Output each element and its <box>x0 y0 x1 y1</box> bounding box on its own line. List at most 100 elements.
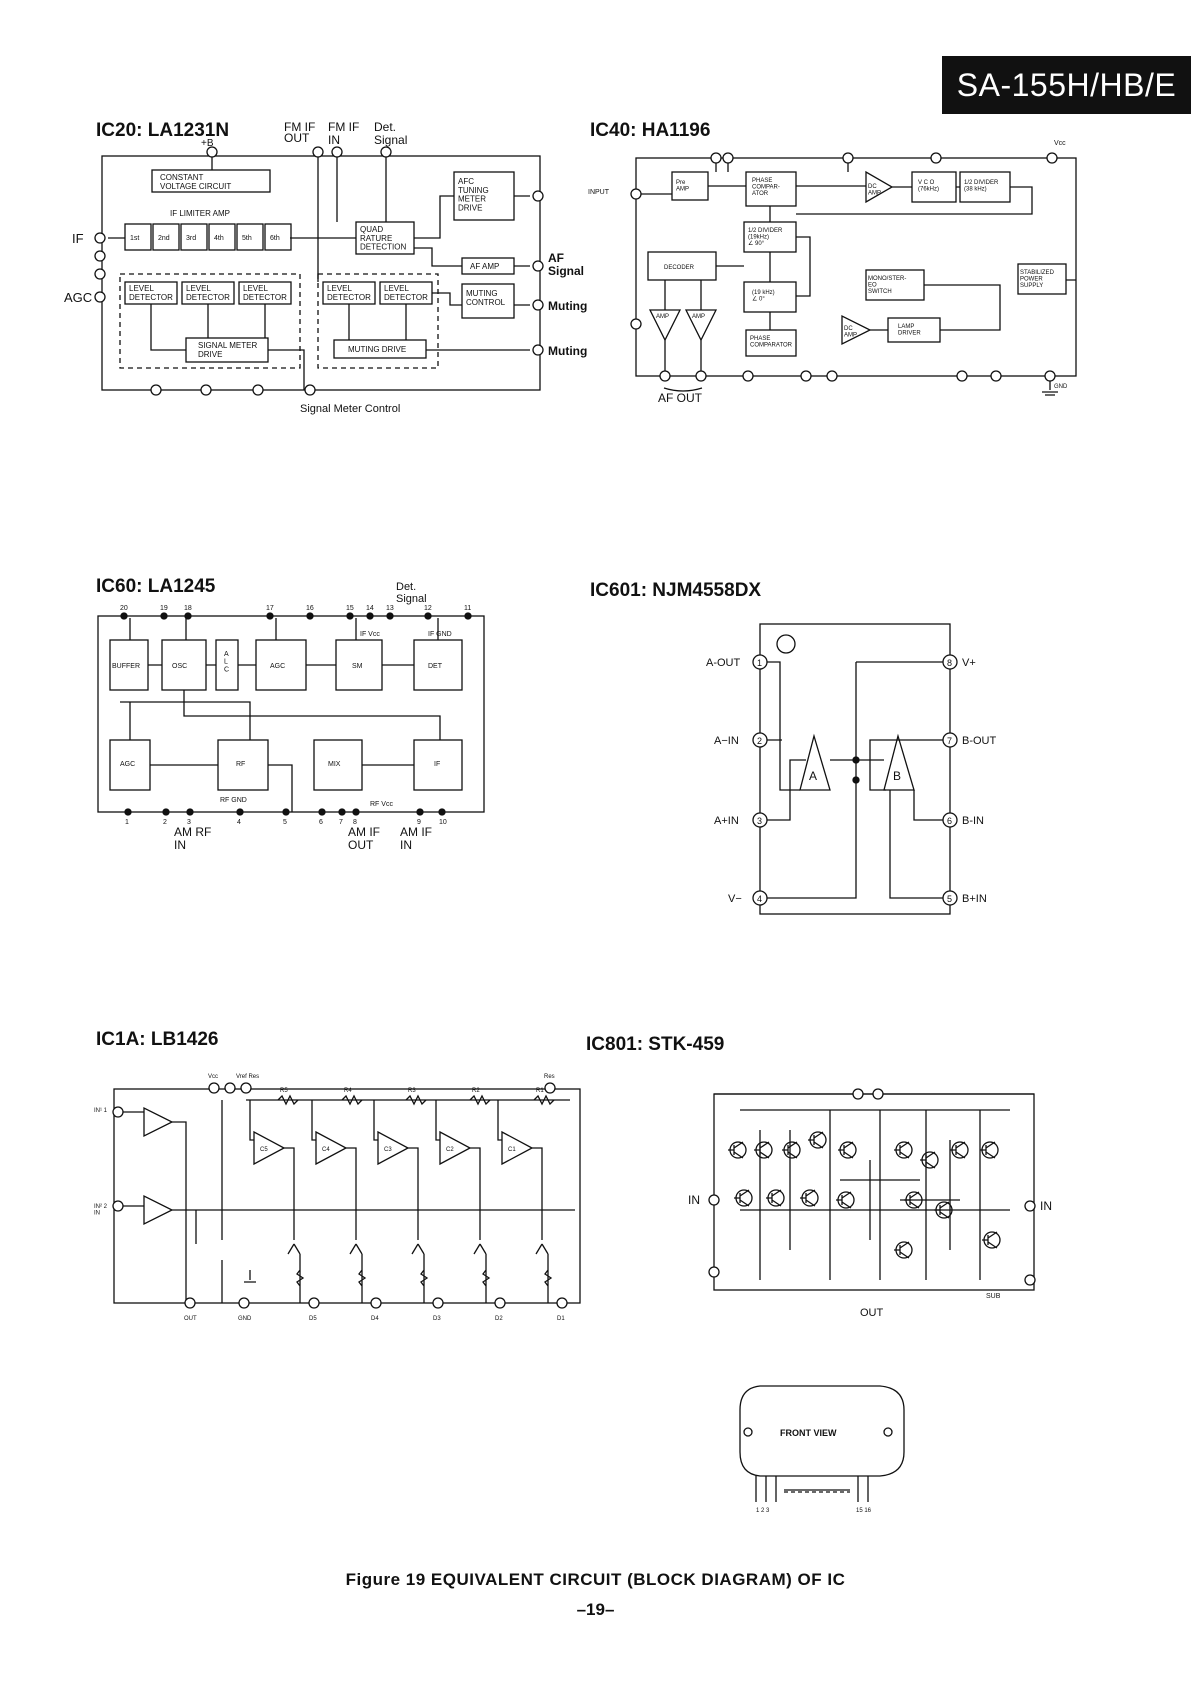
ic60-bottom-pin <box>352 808 360 816</box>
svg-text:3: 3 <box>757 816 762 826</box>
ic60-bottom-pin-label: 10 <box>439 819 447 826</box>
ic801-front-view: FRONT VIEW <box>780 1428 837 1438</box>
ic1a-resistor-label: R5 <box>280 1088 288 1094</box>
ic40-title: IC40: HA1196 <box>590 120 711 141</box>
ic801-out: OUT <box>860 1307 884 1319</box>
ic801-transistor-leads <box>808 1131 824 1149</box>
ic801-transistor-leads <box>980 1141 996 1159</box>
svg-text:8: 8 <box>947 658 952 668</box>
ic1a-comparator <box>253 1130 286 1166</box>
ic40-gnd-label: GND <box>1054 384 1068 390</box>
ic801-transistor-leads <box>728 1141 744 1159</box>
figure-caption: Figure 19 EQUIVALENT CIRCUIT (BLOCK DIAG… <box>345 1570 846 1589</box>
ic40-divider-38k: 1/2 DIVIDER(38 kHz) <box>964 180 999 193</box>
ic20-muting-label-1: Muting <box>548 299 587 313</box>
ic801-transistor-leads <box>734 1189 750 1207</box>
ic1a-res-label: Res <box>544 1074 555 1080</box>
ic60-bottom-pin-label: 8 <box>353 819 357 826</box>
ic60-det: DET <box>428 663 443 670</box>
ic60-agc-top: AGC <box>270 663 285 670</box>
ic60-rf-gnd: RF GND <box>220 797 247 804</box>
ic60-top-pin <box>184 612 192 620</box>
ic60-if-gnd: IF GND <box>428 631 452 638</box>
ic20-stage-box <box>124 223 152 251</box>
ic801-transistor-leads <box>782 1141 798 1159</box>
ic40-amp-1: AMP <box>656 314 669 320</box>
ic60-top-pin <box>464 612 472 620</box>
ic60-rf-vcc: RF Vcc <box>370 801 393 808</box>
ic60-if: IF <box>434 761 440 768</box>
ic60-top-pin-label: 15 <box>346 605 354 612</box>
ic1a-d1-label: D1 <box>557 1316 565 1322</box>
ic1a-comparator <box>439 1130 472 1166</box>
ic1a-in1-label: IN¹ 1 <box>94 1108 108 1114</box>
ic40-af-out-label: AF OUT <box>658 391 703 405</box>
ic60-top-pin <box>160 612 168 620</box>
ic601-b-in-minus: B-IN <box>962 815 984 827</box>
ic1a-comparator <box>315 1130 348 1166</box>
ic801-transistor-leads <box>920 1151 936 1169</box>
svg-text:4: 4 <box>757 894 762 904</box>
ic60-bottom-pin-label: 4 <box>237 819 241 826</box>
ic801-in-left: IN <box>688 1193 700 1207</box>
ic601-b-out: B-OUT <box>962 735 997 747</box>
ic20-if-limiter-label: IF LIMITER AMP <box>170 209 230 218</box>
ic1a-d5-label: D5 <box>309 1316 317 1322</box>
ic60-bottom-pin <box>318 808 326 816</box>
ic601-title: IC601: NJM4558DX <box>590 580 762 601</box>
ic60-if-vcc: IF Vcc <box>360 631 380 638</box>
ic1a-comparator-label: C3 <box>384 1147 392 1153</box>
ic20-stage-label: 4th <box>214 235 224 242</box>
ic20-stage-label: 2nd <box>158 235 170 242</box>
ic801-diagram: IN IN OUT SUB FRONT VIEW 1 2 3 15 16 <box>688 1088 1052 1514</box>
ic1a-gnd-label: GND <box>238 1316 252 1322</box>
ic1a-driver <box>373 1100 429 1303</box>
ic60-top-pin <box>424 612 432 620</box>
svg-text:5: 5 <box>947 894 952 904</box>
ic20-det-signal-label: Det.Signal <box>374 120 407 147</box>
ic40-input-label: INPUT <box>588 189 610 196</box>
ic601-amp-a: A <box>809 769 817 783</box>
ic601-a-in-minus: A−IN <box>714 735 739 747</box>
ic1a-comparator-label: C5 <box>260 1147 268 1153</box>
ic20-stage-box <box>264 223 292 251</box>
ic601-a-out: A-OUT <box>706 657 741 669</box>
ic60-bottom-pin <box>416 808 424 816</box>
ic20-stage-box <box>208 223 236 251</box>
ic60-top-pin-label: 20 <box>120 605 128 612</box>
ic1a-comparator <box>501 1130 534 1166</box>
ic60-bottom-pin <box>236 808 244 816</box>
ic60-bottom-pin <box>338 808 346 816</box>
ic801-transistor-leads <box>836 1191 852 1209</box>
ic60-top-pin-label: 16 <box>306 605 314 612</box>
ic801-in-right: IN <box>1040 1199 1052 1213</box>
ic1a-driver <box>497 1100 553 1303</box>
ic1a-vcc-label: Vcc <box>208 1074 218 1080</box>
ic60-bottom-pin <box>162 808 170 816</box>
ic1a-driver <box>249 1100 305 1303</box>
ic801-transistor-leads <box>754 1141 770 1159</box>
ic40-vcc-label: Vcc <box>1054 140 1066 147</box>
ic60-top-pin-label: 17 <box>266 605 274 612</box>
ic801-transistor-leads <box>950 1141 966 1159</box>
ic1a-d3-label: D3 <box>433 1316 441 1322</box>
ic60-bottom-pin-label: 2 <box>163 819 167 826</box>
